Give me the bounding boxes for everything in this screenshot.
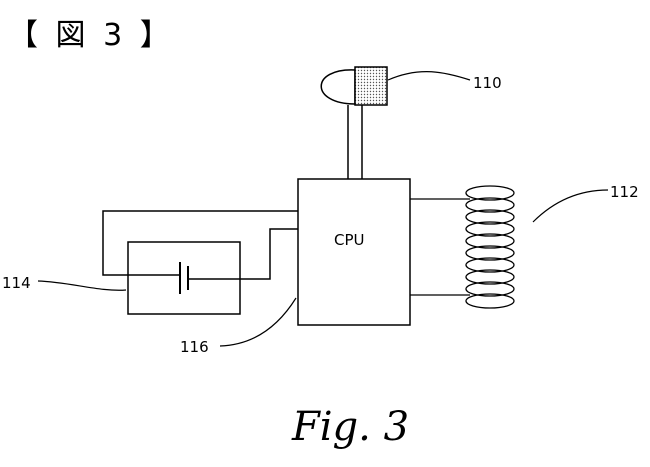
cpu-label: CPU bbox=[334, 231, 365, 249]
leader-112 bbox=[533, 190, 608, 222]
ref-110: 110 bbox=[473, 74, 502, 92]
battery-box bbox=[128, 242, 240, 314]
leader-110 bbox=[388, 72, 470, 80]
coil bbox=[410, 186, 514, 308]
battery-wiring bbox=[103, 211, 298, 279]
ref-112: 112 bbox=[610, 183, 639, 201]
cpu-block bbox=[298, 179, 410, 325]
leader-114 bbox=[38, 281, 126, 290]
ref-114: 114 bbox=[2, 274, 31, 292]
sensor-unit bbox=[321, 67, 387, 105]
ref-116: 116 bbox=[180, 338, 209, 356]
figure-caption: Fig. 3 bbox=[291, 404, 409, 450]
sensor-box bbox=[355, 67, 387, 105]
sensor-dome bbox=[321, 70, 355, 104]
leader-116 bbox=[220, 298, 296, 346]
sensor-stem bbox=[348, 105, 362, 179]
capacitor-symbol bbox=[180, 262, 188, 294]
